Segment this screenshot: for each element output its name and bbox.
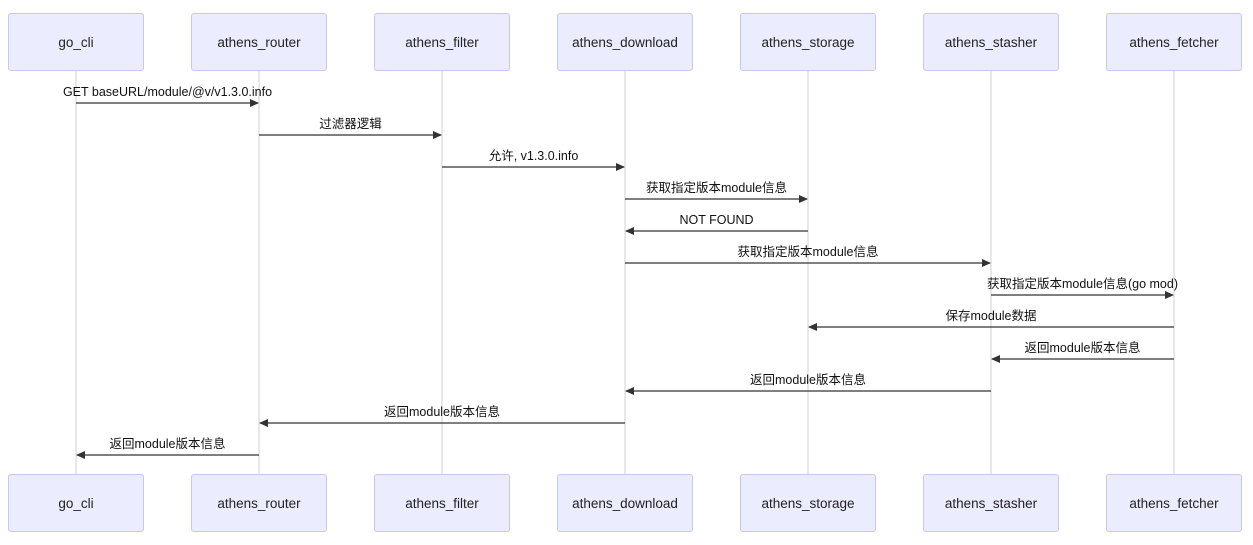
actor-athens-download-bottom: athens_download: [557, 474, 693, 532]
actor-label: athens_stasher: [944, 34, 1038, 50]
actor-label: go_cli: [58, 495, 94, 511]
actor-label: athens_filter: [405, 34, 479, 50]
actor-label: athens_router: [217, 495, 301, 511]
actor-athens-stasher-top: athens_stasher: [923, 13, 1059, 71]
message-label: 返回module版本信息: [750, 373, 866, 387]
actor-athens-fetcher-bottom: athens_fetcher: [1106, 474, 1242, 532]
message-label: GET baseURL/module/@v/v1.3.0.info: [62, 85, 273, 99]
message-label: 返回module版本信息: [1024, 341, 1141, 355]
actor-label: athens_storage: [761, 495, 855, 511]
actor-label: athens_router: [217, 34, 301, 50]
actor-label: athens_storage: [761, 34, 855, 50]
message-label: NOT FOUND: [679, 213, 754, 227]
message-label: 过滤器逻辑: [319, 117, 382, 131]
actor-label: athens_fetcher: [1129, 495, 1219, 511]
actor-athens-storage-top: athens_storage: [740, 13, 876, 71]
actor-go-cli-top: go_cli: [8, 13, 144, 71]
actor-label: athens_download: [572, 495, 678, 511]
message-label: 允许, v1.3.0.info: [488, 149, 579, 163]
actor-label: athens_stasher: [944, 495, 1038, 511]
actor-label: go_cli: [58, 34, 94, 50]
actor-athens-router-bottom: athens_router: [191, 474, 327, 532]
actor-label: athens_fetcher: [1129, 34, 1219, 50]
message-label: 返回module版本信息: [384, 405, 500, 419]
message-label: 获取指定版本module信息(go mod): [986, 277, 1179, 291]
actor-athens-router-top: athens_router: [191, 13, 327, 71]
actor-athens-download-top: athens_download: [557, 13, 693, 71]
message-label: 保存module数据: [945, 309, 1037, 323]
actor-athens-filter-bottom: athens_filter: [374, 474, 510, 532]
message-label: 返回module版本信息: [109, 437, 226, 451]
actor-go-cli-bottom: go_cli: [8, 474, 144, 532]
actor-athens-stasher-bottom: athens_stasher: [923, 474, 1059, 532]
actor-label: athens_download: [572, 34, 678, 50]
message-label: 获取指定版本module信息: [737, 245, 879, 259]
lifelines: [75, 71, 1175, 474]
message-label: 获取指定版本module信息: [646, 181, 787, 195]
actor-label: athens_filter: [405, 495, 479, 511]
actor-athens-fetcher-top: athens_fetcher: [1106, 13, 1242, 71]
actor-athens-storage-bottom: athens_storage: [740, 474, 876, 532]
actor-athens-filter-top: athens_filter: [374, 13, 510, 71]
message-arrows: [76, 99, 1174, 459]
